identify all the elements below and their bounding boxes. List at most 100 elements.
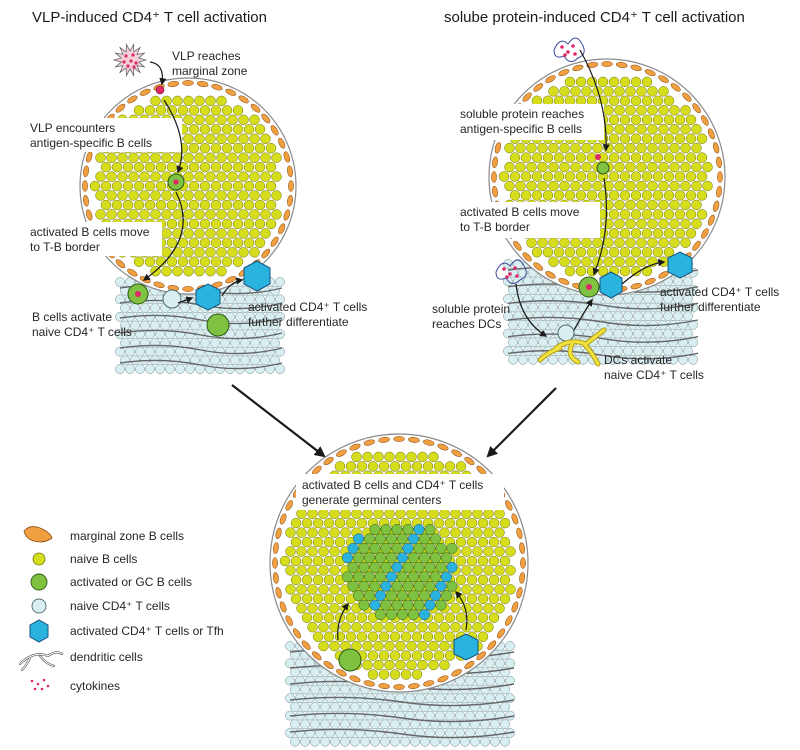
marginal-zone-b-cell — [533, 262, 544, 271]
naive-b-cell — [194, 209, 205, 220]
naive-t-cell — [285, 693, 295, 704]
naive-b-cell — [499, 517, 511, 529]
naive-t-cell — [593, 346, 603, 356]
naive-b-cell — [199, 199, 211, 211]
naive-b-cell — [296, 508, 307, 519]
naive-b-cell — [553, 190, 565, 201]
arrow-soluble-to-germinal — [486, 387, 557, 458]
naive-b-cell — [564, 265, 576, 277]
naive-b-cell — [395, 659, 406, 671]
svg-text:naive CD4⁺ T cells: naive CD4⁺ T cells — [70, 599, 170, 613]
naive-t-cell — [663, 311, 673, 322]
naive-t-cell — [628, 302, 638, 313]
naive-t-cell — [165, 329, 175, 340]
naive-b-cell — [183, 152, 194, 163]
naive-b-cell — [232, 143, 244, 154]
marginal-zone-b-cell — [211, 84, 223, 91]
naive-b-cell — [362, 622, 373, 633]
naive-t-cell — [400, 702, 410, 712]
naive-b-cell — [161, 266, 172, 277]
naive-b-cell — [696, 152, 708, 163]
naive-t-cell — [175, 364, 185, 374]
naive-t-cell — [583, 311, 593, 322]
naive-b-cell — [433, 461, 445, 472]
naive-b-cell — [592, 142, 603, 154]
naive-t-cell — [340, 684, 350, 695]
naive-b-cell — [254, 161, 266, 173]
marginal-zone-b-cell — [275, 527, 282, 539]
gc-b-cell — [397, 609, 408, 621]
naive-b-cell — [564, 247, 576, 258]
naive-b-cell — [183, 95, 194, 107]
naive-t-cell — [683, 276, 693, 287]
naive-b-cell — [466, 574, 478, 586]
naive-t-cell — [295, 658, 305, 669]
gc-b-cell — [353, 571, 364, 583]
naive-b-cell — [389, 669, 401, 680]
marginal-zone-b-cell — [451, 669, 462, 677]
naive-t-cell — [490, 736, 500, 747]
naive-b-cell — [608, 95, 620, 107]
naive-b-cell — [166, 256, 178, 267]
arrow-vlp-to-germinal — [231, 384, 326, 458]
naive-b-cell — [89, 180, 101, 192]
naive-t-cell — [568, 302, 578, 313]
naive-b-cell — [494, 508, 505, 519]
marginal-zone-b-cell — [287, 165, 293, 178]
naive-b-cell — [249, 247, 260, 258]
naive-t-cell — [683, 311, 693, 322]
activated-t-cell-icon — [29, 619, 49, 643]
naive-b-cell — [581, 86, 592, 97]
naive-b-cell — [428, 451, 439, 463]
naive-b-cell — [422, 631, 434, 642]
naive-t-cell — [528, 285, 538, 295]
naive-t-cell — [688, 337, 698, 348]
naive-t-cell — [623, 293, 633, 304]
naive-b-cell — [312, 574, 324, 586]
naive-t-cell — [310, 719, 320, 730]
naive-b-cell — [696, 190, 708, 201]
naive-t-cell — [683, 328, 693, 339]
naive-b-cell — [680, 124, 691, 135]
naive-t-cell — [405, 728, 415, 738]
naive-t-cell — [190, 320, 200, 331]
naive-b-cell — [505, 546, 516, 557]
naive-b-cell — [608, 209, 620, 220]
naive-b-cell — [417, 622, 428, 633]
activated-t-cell — [441, 571, 452, 583]
naive-t-cell — [130, 355, 140, 366]
panel-vlp: VLP-induced CD4⁺ T cell activation — [22, 9, 367, 374]
dendritic-cell-icon — [537, 327, 607, 367]
gc-b-cell — [424, 524, 436, 535]
naive-b-cell — [307, 546, 318, 557]
naive-b-cell — [515, 161, 526, 173]
naive-b-cell — [296, 565, 307, 576]
marginal-zone-b-cell — [630, 282, 642, 290]
naive-t-cell — [638, 302, 648, 313]
naive-b-cell — [400, 461, 412, 472]
antigen-dot — [173, 179, 179, 185]
naive-t-cell — [445, 693, 455, 704]
gc-b-cell — [386, 609, 397, 621]
naive-b-cell — [177, 256, 189, 267]
naive-b-cell — [260, 152, 271, 163]
naive-t-cell — [523, 276, 533, 287]
naive-t-cell — [210, 355, 220, 366]
legend: marginal zone B cells naive B cells acti… — [18, 526, 224, 693]
naive-b-cell — [614, 237, 625, 248]
marginal-zone-b-cell — [423, 439, 435, 446]
naive-b-cell — [674, 133, 686, 144]
naive-t-cell — [345, 728, 355, 738]
naive-b-cell — [439, 622, 450, 633]
naive-b-cell — [630, 76, 642, 88]
marginal-zone-b-cell — [615, 62, 628, 68]
naive-t-cell — [320, 736, 330, 747]
gc-b-cell — [369, 561, 381, 573]
naive-b-cell — [307, 622, 318, 633]
naive-b-cell — [373, 451, 384, 463]
naive-t-cell — [633, 293, 643, 304]
naive-t-cell — [508, 337, 518, 348]
naive-b-cell — [406, 451, 417, 463]
naive-b-cell — [155, 161, 167, 173]
naive-t-cell — [668, 337, 678, 348]
